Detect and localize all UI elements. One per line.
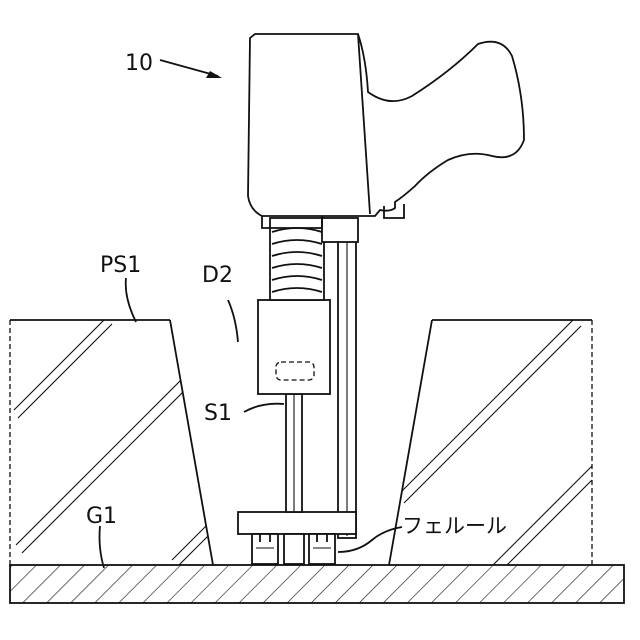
- label-d2: D2: [202, 263, 233, 288]
- leader-ps1: [126, 278, 136, 322]
- label-g1: G1: [86, 504, 117, 529]
- bellows: [270, 218, 324, 300]
- label-ps1: PS1: [100, 253, 141, 278]
- label-device-10: 10: [125, 51, 153, 76]
- hole-d2-left-wall: [170, 320, 213, 565]
- chuck-block: [258, 300, 330, 394]
- ferrule-parts: [252, 534, 335, 564]
- leader-g1: [100, 526, 105, 568]
- device-10: [248, 34, 524, 228]
- label-ferrule: フェルール: [402, 514, 507, 538]
- leader-d2: [228, 300, 238, 342]
- clamp-plate: [238, 512, 356, 534]
- guide-rod: [338, 240, 356, 538]
- arrow-head-icon: [206, 71, 222, 78]
- shaft-s1: [286, 394, 302, 512]
- rod-clamp: [322, 218, 358, 242]
- ground-g1: [10, 565, 624, 603]
- label-s1: S1: [204, 401, 232, 426]
- leader-s1: [244, 404, 284, 412]
